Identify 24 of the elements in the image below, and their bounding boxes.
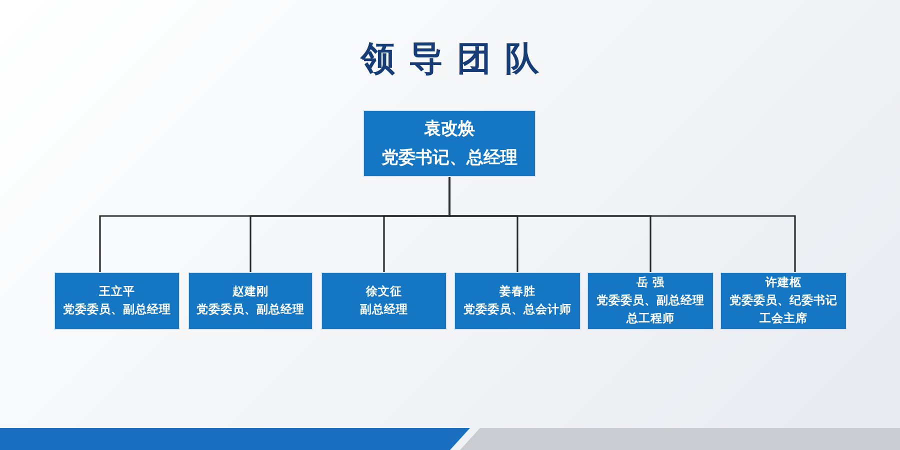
job-title: 总工程师 xyxy=(626,310,674,327)
job-title: 党委书记、总经理 xyxy=(382,146,518,170)
person-name: 赵建刚 xyxy=(232,283,268,300)
org-box xyxy=(54,272,180,330)
person-name: 姜春胜 xyxy=(500,283,536,300)
job-title: 党委委员、总会计师 xyxy=(464,301,572,318)
job-title: 工会主席 xyxy=(760,310,808,327)
title: 领导团队 xyxy=(359,38,554,81)
job-title: 副总经理 xyxy=(360,301,408,318)
org-box xyxy=(587,272,714,330)
org-box xyxy=(363,110,536,177)
person-name: 许建柩 xyxy=(766,274,802,292)
person-name: 王立平 xyxy=(99,283,135,300)
person-name: 徐文征 xyxy=(366,283,402,300)
org-box xyxy=(454,272,581,330)
org-box xyxy=(720,272,847,330)
job-title: 党委委员、副总经理 xyxy=(196,301,304,318)
person-name: 岳 强 xyxy=(636,274,664,292)
job-title: 党委委员、副总经理 xyxy=(596,292,704,310)
job-title: 党委委员、副总经理 xyxy=(63,301,171,318)
person-name: 袁改焕 xyxy=(424,118,475,141)
job-title: 党委委员、纪委书记 xyxy=(730,292,838,310)
org-box xyxy=(321,272,447,330)
org-box xyxy=(188,272,313,330)
